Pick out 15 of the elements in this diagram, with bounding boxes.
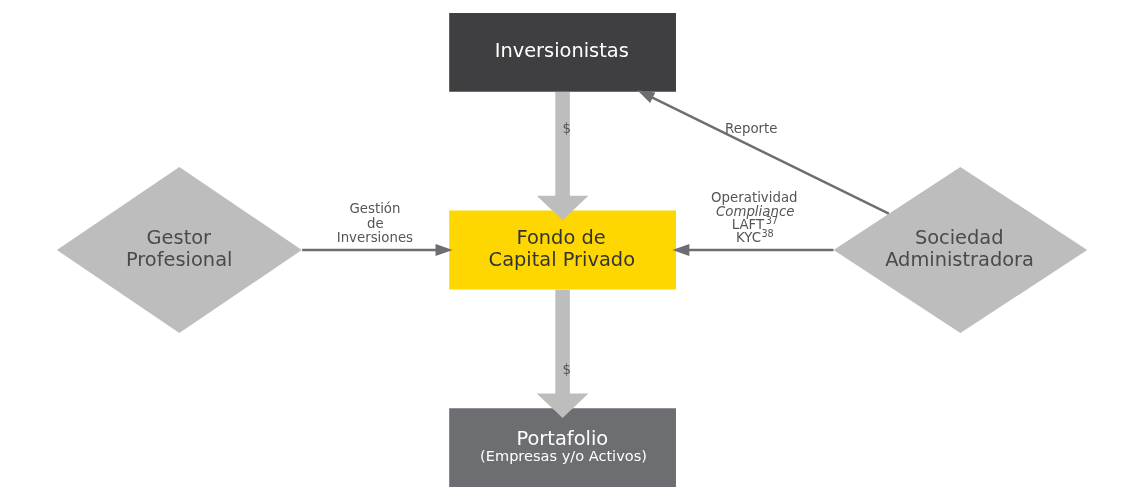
arrow <box>671 244 833 256</box>
node-diamond: Sociedad Administradora <box>833 166 1087 334</box>
edge-label: Reporte <box>724 120 777 136</box>
node-box: Portafolio (Empresas y/o Activos) <box>448 408 676 488</box>
node-diamond: Gestor Profesional <box>56 166 302 334</box>
arrow <box>301 244 453 256</box>
arrow <box>636 90 889 215</box>
edge-label: Gestión de Inversiones <box>336 201 413 246</box>
edge-label: Operatividad Compliance LAFT$^{37}$ KYC$^{38}$ <box>710 190 798 246</box>
arrow <box>536 289 588 419</box>
edge-label: $ <box>562 362 571 378</box>
node-box: Inversionistas <box>448 12 676 92</box>
node-box: Fondo de Capital Privado <box>448 210 676 290</box>
edge-label: $ <box>562 120 571 136</box>
arrow <box>536 92 588 221</box>
